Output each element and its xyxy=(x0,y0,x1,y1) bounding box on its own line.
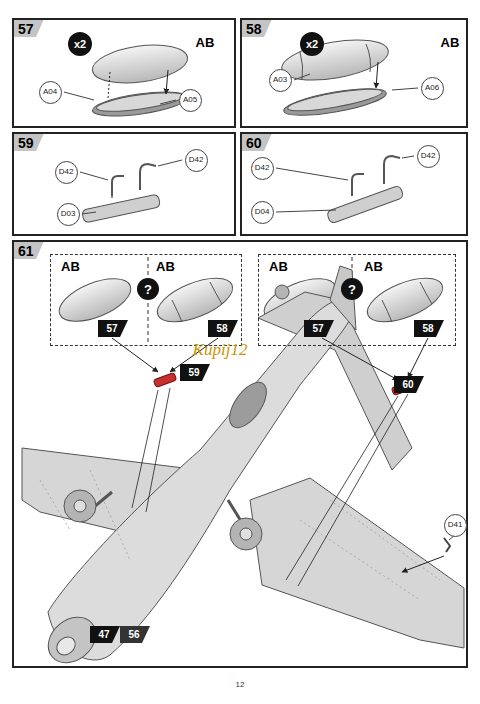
part-code: D41 xyxy=(448,521,463,529)
pylon-parts xyxy=(80,160,182,223)
quantity-mark: x2 xyxy=(306,38,318,50)
part-code: D42 xyxy=(421,152,436,160)
step-number: 58 xyxy=(246,21,262,37)
option-mark: ? xyxy=(144,282,152,297)
step-reference: 47 xyxy=(98,629,109,640)
step-panel: 60D42D42D04 xyxy=(240,132,468,236)
label-grounds xyxy=(68,32,444,643)
part-number: D42 xyxy=(185,149,208,172)
option-box: AB AB xyxy=(50,254,242,346)
step-number: 61 xyxy=(18,243,34,259)
part-number: D42 xyxy=(55,161,78,184)
part-code: D42 xyxy=(189,156,204,164)
watermark: Kupij12 xyxy=(193,340,248,360)
variant-code: AB xyxy=(196,35,215,50)
step-reference: 60 xyxy=(402,379,413,390)
step-reference: 59 xyxy=(188,367,199,378)
step-reference: 57 xyxy=(312,323,323,334)
part-number: A04 xyxy=(39,81,62,104)
segmented-pod xyxy=(279,33,418,121)
part-number: D42 xyxy=(251,157,274,180)
part-number: A03 xyxy=(269,69,292,92)
variant-code: AB xyxy=(441,35,460,50)
option-pods xyxy=(53,257,448,344)
part-code: A03 xyxy=(273,76,287,84)
part-code: D42 xyxy=(255,164,270,172)
variant-code: AB xyxy=(61,259,80,274)
variant-code: AB xyxy=(156,259,175,274)
part-code: A04 xyxy=(43,88,57,96)
part-number: D03 xyxy=(57,203,80,226)
part-code: D04 xyxy=(255,208,270,216)
step-reference: 58 xyxy=(422,323,433,334)
part-number: A05 xyxy=(179,89,202,112)
part-code: D42 xyxy=(59,168,74,176)
step-panel: 59D42D42D03 xyxy=(12,132,236,236)
page-number: 12 xyxy=(236,680,245,689)
part-code: D03 xyxy=(61,210,76,218)
aircraft xyxy=(22,266,464,672)
part-number: D42 xyxy=(417,145,440,168)
option-mark: ? xyxy=(348,282,356,297)
pylon-fitting xyxy=(112,338,455,586)
variant-code: AB xyxy=(269,259,288,274)
step-number: 57 xyxy=(18,21,34,37)
step-number: 60 xyxy=(246,135,262,151)
part-number: A06 xyxy=(421,77,444,100)
quantity-mark: x2 xyxy=(74,38,86,50)
step-panel: 61AB AB AB AB D41 xyxy=(12,240,468,668)
step-reference: 57 xyxy=(106,323,117,334)
part-number: D41 xyxy=(444,514,467,537)
step-reference: 58 xyxy=(216,323,227,334)
step-number: 59 xyxy=(18,135,34,151)
step-panel: 58A03A06 xyxy=(240,18,468,128)
part-number: D04 xyxy=(251,201,274,224)
step-tab xyxy=(13,19,272,259)
part-code: A05 xyxy=(183,96,197,104)
part-code: A06 xyxy=(425,84,439,92)
pylon-parts xyxy=(276,156,414,224)
variant-code: AB xyxy=(364,259,383,274)
step-reference: 56 xyxy=(128,629,139,640)
